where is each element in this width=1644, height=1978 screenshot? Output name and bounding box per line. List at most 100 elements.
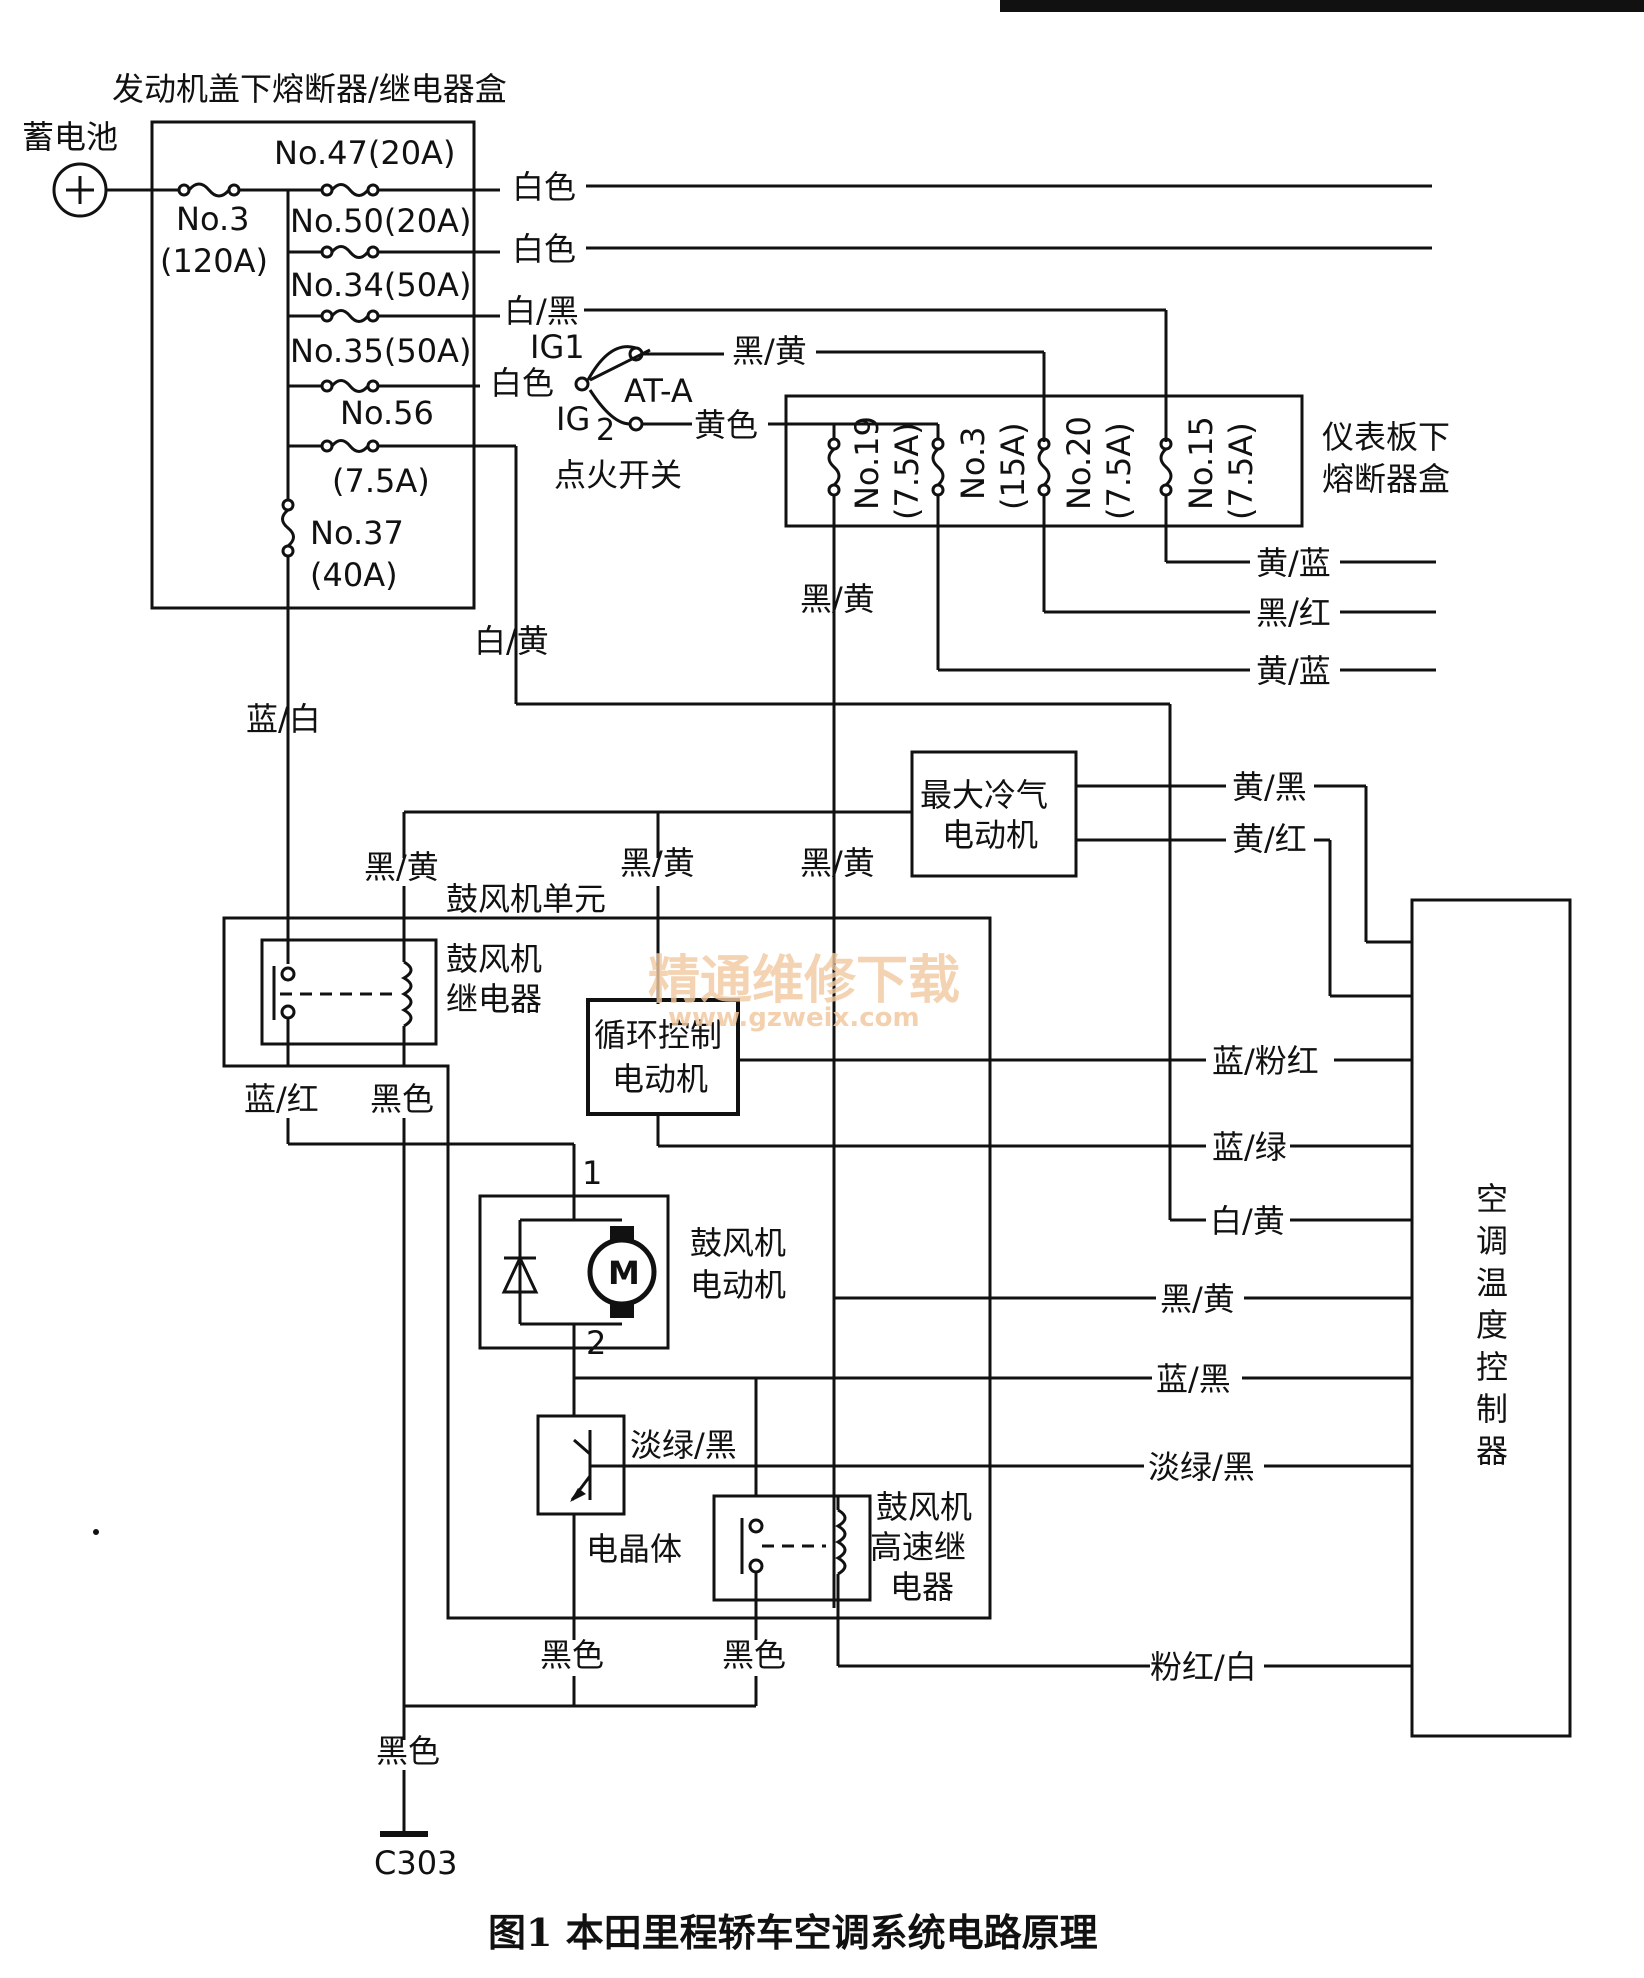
- fuse-row-no56: [288, 439, 516, 453]
- watermark-url: www.gzweix.com: [668, 1003, 920, 1033]
- dash-output-yellow-blue-2: 黄/蓝: [1256, 652, 1331, 690]
- controller-name-char: 调: [1476, 1222, 1508, 1260]
- max-cool-motor-box: [910, 750, 1078, 878]
- ignition-ig2-sub: 2: [596, 413, 615, 448]
- dash-fuse-no3-rating: (15A): [994, 422, 1032, 510]
- relay-contact-icon: [272, 966, 392, 1020]
- controller-input-blue-black: 蓝/黑: [1156, 1360, 1231, 1398]
- blower-motor-label-1: 鼓风机: [690, 1224, 786, 1262]
- fuse-row-no34: [288, 309, 500, 323]
- fuse-icon: [177, 182, 241, 198]
- dash-fuse-no15-rating: (7.5A): [1222, 422, 1260, 520]
- ground-label: C303: [374, 1844, 457, 1882]
- wire-label-black-yellow-right: 黑/黄: [800, 844, 875, 882]
- dash-output-black-red: 黑/红: [1256, 594, 1331, 632]
- blower-unit-frame: [222, 916, 992, 1620]
- fuse-no37-name: No.37: [310, 514, 404, 552]
- max-cool-motor-label-2: 电动机: [942, 816, 1038, 854]
- controller-name-char: 温: [1476, 1264, 1508, 1302]
- motor-pin-2: 2: [586, 1324, 606, 1362]
- main-fuse-name: No.3: [176, 200, 249, 238]
- motor-icon: [587, 1226, 657, 1318]
- relay-coil-icon: [400, 960, 413, 1028]
- top-border-band: [1000, 0, 1644, 12]
- main-fuse-rating: (120A): [160, 242, 268, 280]
- controller-input-yellow-black: 黄/黑: [1232, 768, 1307, 806]
- wire-label-light-green-black-tr: 淡绿/黑: [630, 1426, 737, 1464]
- recirc-motor-box: [586, 998, 740, 1116]
- fuse-no47-label: No.47(20A): [274, 134, 455, 172]
- blower-unit-title: 鼓风机单元: [446, 880, 606, 918]
- recirc-motor-label-1: 循环控制: [594, 1016, 722, 1054]
- controller-input-black-yellow: 黑/黄: [1160, 1280, 1235, 1318]
- wire-label-blue-white: 蓝/白: [246, 700, 321, 738]
- controller-name-char: 控: [1476, 1348, 1508, 1386]
- blower-relay-label-2: 继电器: [446, 980, 542, 1018]
- fuse-row-no35: [288, 379, 480, 393]
- fuse-row-no50: [288, 245, 500, 259]
- high-speed-relay-box: [712, 1494, 872, 1602]
- wire-label-black-hr: 黑色: [722, 1636, 786, 1674]
- figure-caption: 图1 本田里程轿车空调系统电路原理: [488, 1910, 1098, 1955]
- fuse-no34-label: No.34(50A): [290, 266, 471, 304]
- fuse-icon: [1037, 437, 1051, 497]
- wire-label-black-yellow-ig: 黑/黄: [732, 332, 807, 370]
- ignition-ig1-label: IG1: [530, 328, 585, 366]
- fuse-no37-rating: (40A): [310, 556, 398, 594]
- wire-label-yellow: 黄色: [694, 406, 758, 444]
- dash-fuse-no3-name: No.3: [954, 427, 992, 500]
- ignition-ig2-label: IG: [556, 400, 590, 438]
- fuse-no56-rating: (7.5A): [332, 462, 430, 500]
- dash-fuse-no20-rating: (7.5A): [1100, 422, 1138, 520]
- wire-label-white-2: 白色: [512, 230, 576, 268]
- watermark-cn: 精通维修下载: [648, 951, 960, 1011]
- dash-output-yellow-blue-1: 黄/蓝: [1256, 544, 1331, 582]
- fuse-no56-label: No.56: [340, 394, 434, 432]
- controller-input-pink-white: 粉红/白: [1150, 1648, 1257, 1686]
- blower-relay-box: [260, 938, 438, 1046]
- dash-fuse-box-title-1: 仪表板下: [1322, 418, 1450, 456]
- transistor-icon: [570, 1430, 624, 1502]
- blower-relay-label-1: 鼓风机: [446, 940, 542, 978]
- controller-name-char: 度: [1476, 1306, 1508, 1344]
- engine-fuse-box: [150, 120, 476, 610]
- wire-label-blue-red: 蓝/红: [244, 1080, 319, 1118]
- controller-input-light-green-black: 淡绿/黑: [1148, 1448, 1255, 1486]
- controller-name-char: 器: [1476, 1432, 1508, 1470]
- fuse-icon: [931, 437, 945, 497]
- wire-label-black-yellow-left: 黑/黄: [364, 848, 439, 886]
- wire-label-white-1: 白色: [512, 168, 576, 206]
- dash-fuse-no15-name: No.15: [1182, 416, 1220, 510]
- controller-input-yellow-red: 黄/红: [1232, 820, 1307, 858]
- battery-icon: [52, 162, 108, 218]
- wire-label-black-ground: 黑色: [376, 1732, 440, 1770]
- wire-label-black-yellow-center: 黑/黄: [620, 844, 695, 882]
- diode-icon: [501, 1254, 539, 1294]
- high-relay-label-1: 鼓风机: [876, 1488, 972, 1526]
- dash-fuse-no19-rating: (7.5A): [888, 422, 926, 520]
- fuse-icon: [1159, 437, 1173, 497]
- controller-name-char: 制: [1476, 1390, 1508, 1428]
- battery-label: 蓄电池: [22, 118, 118, 156]
- wire-label-black-relay: 黑色: [370, 1080, 434, 1118]
- dash-fuse-no19-name: No.19: [848, 416, 886, 510]
- dash-fuse-box-title-2: 熔断器盒: [1322, 460, 1450, 498]
- fuse-row-no47: [288, 183, 500, 197]
- recirc-motor-label-2: 电动机: [612, 1060, 708, 1098]
- wire-label-white-3: 白色: [490, 364, 554, 402]
- motor-symbol: M: [608, 1254, 640, 1292]
- max-cool-motor-label-1: 最大冷气: [920, 776, 1048, 814]
- fuse-no50-label: No.50(20A): [290, 202, 471, 240]
- fuse-no35-label: No.35(50A): [290, 332, 471, 370]
- fuse-no37: [281, 446, 295, 558]
- fuse-box-title: 发动机盖下熔断器/继电器盒: [112, 70, 507, 108]
- ac-temp-controller: [1410, 898, 1572, 1738]
- wire-label-white-yellow-top: 白/黄: [474, 622, 549, 660]
- fuse-icon: [827, 437, 841, 497]
- dash-fuse-no20-name: No.20: [1060, 416, 1098, 510]
- transistor-label: 电晶体: [586, 1530, 682, 1568]
- relay-contact-icon: [740, 1518, 826, 1574]
- motor-pin-1: 1: [582, 1154, 602, 1192]
- controller-name-char: 空: [1476, 1180, 1508, 1218]
- high-relay-label-2: 高速继: [870, 1528, 966, 1566]
